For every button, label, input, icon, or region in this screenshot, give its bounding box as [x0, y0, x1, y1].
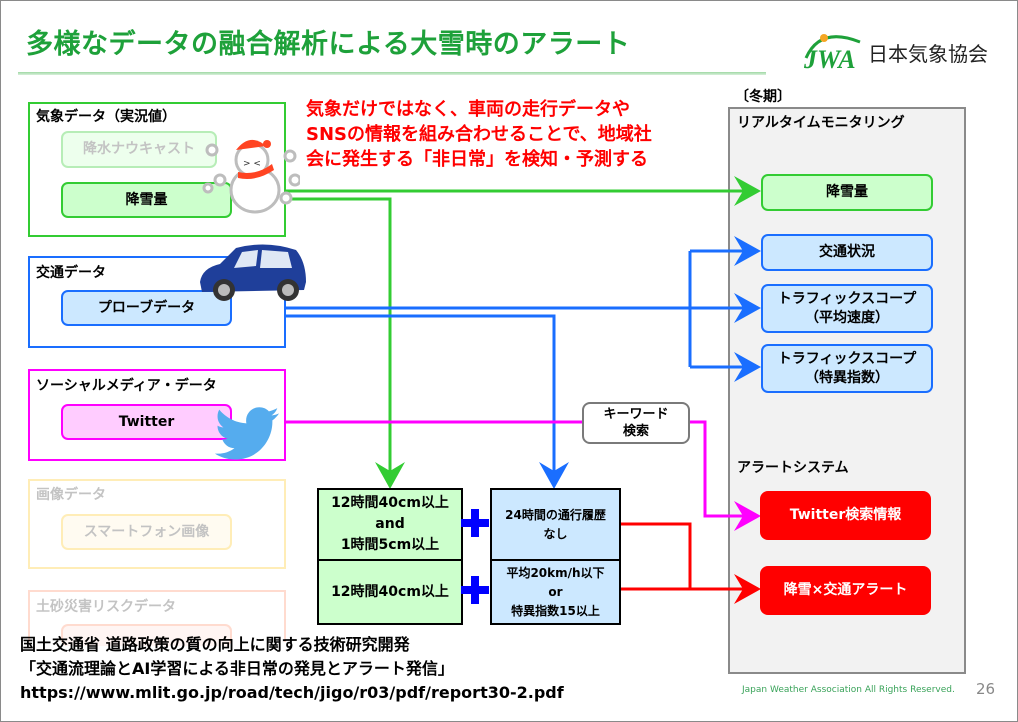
condition-line: 1時間5cm以上	[340, 537, 440, 553]
snowman-icon: > <	[202, 139, 300, 214]
social-group-label: ソーシャルメディア・データ	[36, 378, 217, 394]
monitor-item-label: 交通状況	[819, 244, 875, 260]
monitor-snowfall: 降雪量	[761, 174, 933, 211]
traffic-condition-2: 平均20km/h以下 or 特異指数15以上	[490, 559, 621, 625]
reference-url[interactable]: https://www.mlit.go.jp/road/tech/jigo/r0…	[20, 683, 564, 702]
landslide-item	[61, 624, 232, 646]
snow-condition-1: 12時間40cm以上 and 1時間5cm以上	[317, 488, 463, 561]
alert-snow-traffic: 降雪×交通アラート	[760, 566, 931, 615]
page-number: 26	[976, 680, 996, 698]
smartphone-image-item: スマートフォン画像	[61, 514, 232, 550]
lead-line: SNSの情報を組み合わせることで、地域社	[306, 124, 652, 145]
connector-keyword-to-alert	[686, 420, 761, 531]
condition-line: and	[375, 516, 405, 532]
svg-text:JWA: JWA	[803, 45, 856, 74]
keyword-search-line: 検索	[622, 424, 649, 439]
condition-line: or	[548, 584, 563, 599]
monitor-item-label: （特異指数）	[805, 369, 889, 386]
weather-group-label: 気象データ（実況値）	[36, 109, 176, 125]
lead-line: 会に発生する「非日常」を検知・予測する	[306, 149, 648, 170]
season-label: 〔冬期〕	[735, 89, 791, 105]
plus-icon	[461, 509, 489, 537]
monitor-traffic-status: 交通状況	[761, 234, 933, 271]
monitor-item-label: トラフィックスコープ	[777, 290, 917, 307]
alert-twitter-search: Twitter検索情報	[760, 491, 931, 540]
condition-line: 12時間40cm以上	[331, 583, 449, 600]
reference-line: 「交通流理論とAI学習による非日常の発見とアラート発信」	[20, 659, 454, 678]
connector-snow-to-condition	[284, 197, 405, 489]
monitor-trafficscope-speed: トラフィックスコープ （平均速度）	[761, 284, 933, 333]
condition-line: なし	[543, 526, 568, 541]
car-icon	[200, 244, 306, 301]
keyword-search-node: キーワード 検索	[582, 402, 690, 444]
reference-text: 国土交通省 道路政策の質の向上に関する技術研究開発 「交通流理論とAI学習による…	[20, 633, 564, 705]
plus-icon	[461, 576, 489, 604]
twitter-bird-icon	[214, 407, 280, 460]
snow-condition-2: 12時間40cm以上	[317, 559, 463, 625]
traffic-group-label: 交通データ	[36, 265, 106, 281]
traffic-condition-1: 24時間の通行履歴 なし	[490, 488, 621, 561]
condition-line: 12時間40cm以上	[331, 495, 449, 511]
svg-text:> <: > <	[243, 159, 261, 169]
monitoring-label: リアルタイムモニタリング	[737, 115, 905, 131]
copyright: Japan Weather Association All Rights Res…	[742, 685, 955, 695]
org-name: 日本気象協会	[868, 42, 988, 66]
connector-condition1-to-alert	[619, 522, 692, 589]
landslide-group-label: 土砂災害リスクデータ	[36, 599, 176, 615]
connector-probe-to-condition	[232, 314, 569, 489]
reference-line: 国土交通省 道路政策の質の向上に関する技術研究開発	[20, 635, 410, 654]
image-group-label: 画像データ	[36, 487, 106, 503]
lead-text: 気象だけではなく、車両の走行データや SNSの情報を組み合わせることで、地域社 …	[306, 97, 652, 172]
lead-line: 気象だけではなく、車両の走行データや	[306, 99, 630, 120]
condition-line: 平均20km/h以下	[506, 565, 605, 580]
alert-system-label: アラートシステム	[737, 460, 849, 476]
condition-line: 特異指数15以上	[511, 603, 600, 618]
probe-data-item: プローブデータ	[61, 290, 232, 326]
twitter-item: Twitter	[61, 404, 232, 440]
landslide-data-group	[28, 590, 286, 642]
image-data-group	[28, 479, 286, 569]
nowcast-item: 降水ナウキャスト	[61, 131, 217, 168]
title-underline	[18, 72, 766, 75]
page-title: 多様なデータの融合解析による大雪時のアラート	[26, 29, 631, 60]
keyword-search-line: キーワード	[603, 407, 669, 422]
condition-line: 24時間の通行履歴	[505, 507, 606, 522]
monitor-item-label: トラフィックスコープ	[777, 350, 917, 367]
monitor-trafficscope-index: トラフィックスコープ （特異指数）	[761, 344, 933, 393]
jwa-logo-icon: JWA	[803, 34, 861, 74]
monitor-item-label: （平均速度）	[805, 309, 889, 326]
monitor-item-label: 降雪量	[826, 184, 868, 200]
